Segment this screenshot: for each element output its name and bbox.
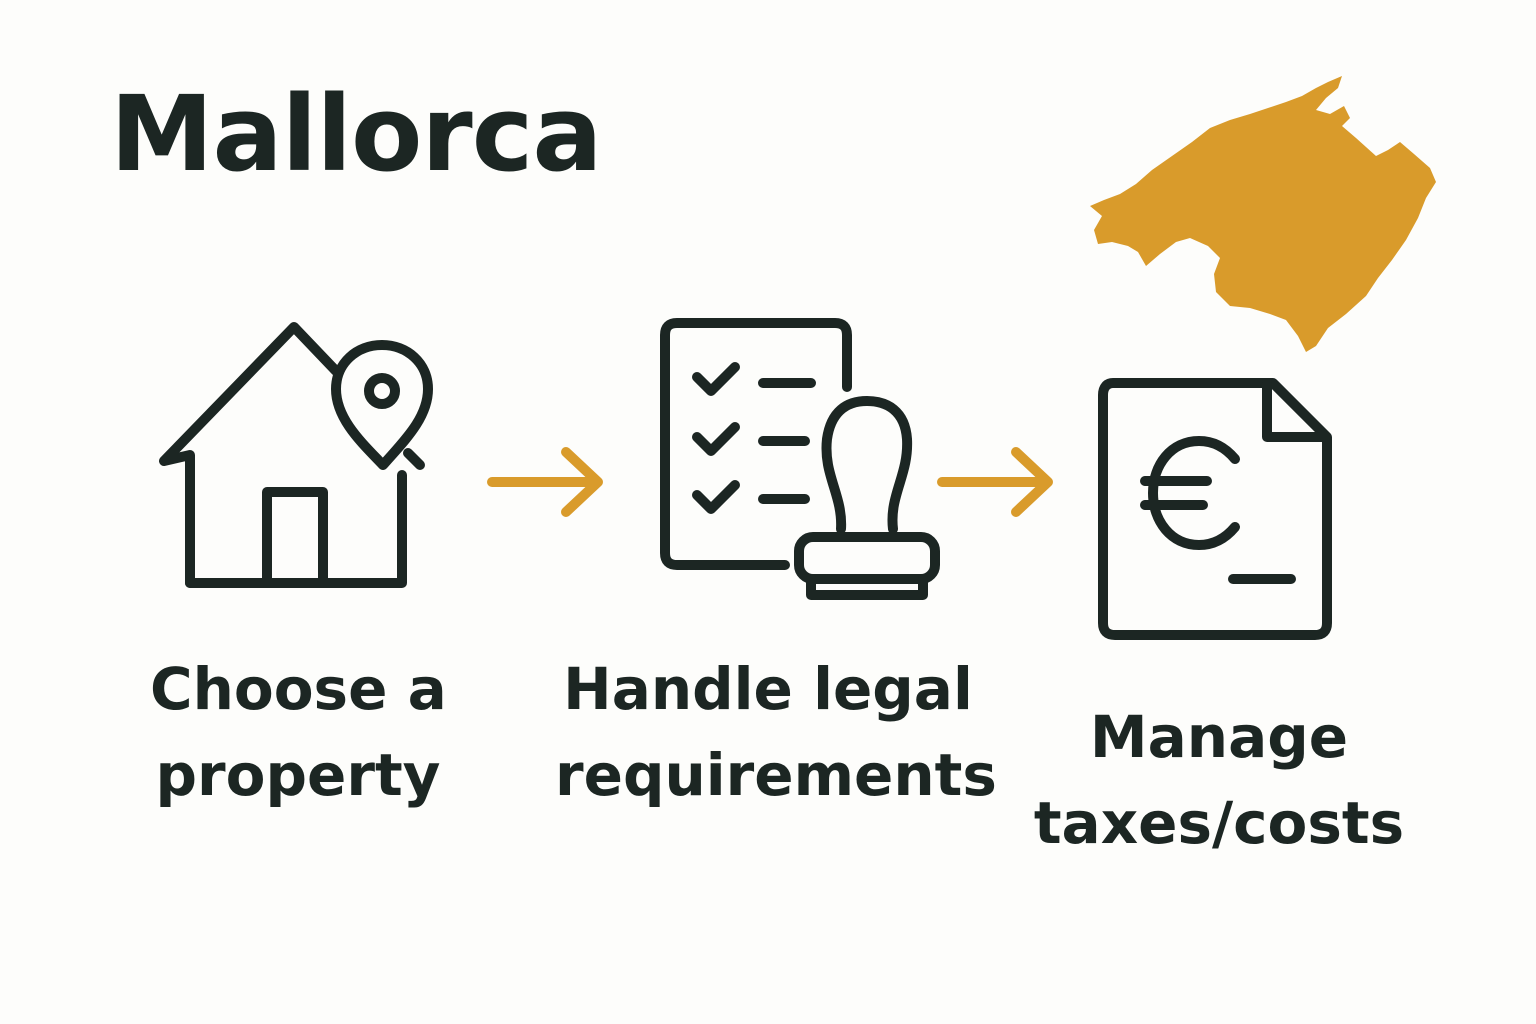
step-label-line: Choose a (150, 655, 447, 723)
step-label-line: property (155, 741, 441, 809)
step-label-legal-requirements: Handle legal requirements (555, 646, 997, 818)
checklist-stamp-icon (660, 318, 940, 600)
step-label-line: Manage (1089, 703, 1349, 771)
step-label-line: requirements (555, 741, 997, 809)
page-title: Mallorca (110, 73, 603, 195)
arrow-right-icon (937, 447, 1053, 517)
arrow-right-icon (487, 447, 603, 517)
mallorca-map-icon (1090, 76, 1436, 352)
euro-document-icon (1098, 378, 1332, 640)
step-label-line: Handle legal (563, 655, 973, 723)
step-label-choose-property: Choose a property (150, 646, 447, 818)
house-location-icon (159, 322, 433, 588)
step-label-taxes-costs: Manage taxes/costs (1030, 694, 1408, 866)
step-label-line: taxes/costs (1033, 789, 1405, 857)
